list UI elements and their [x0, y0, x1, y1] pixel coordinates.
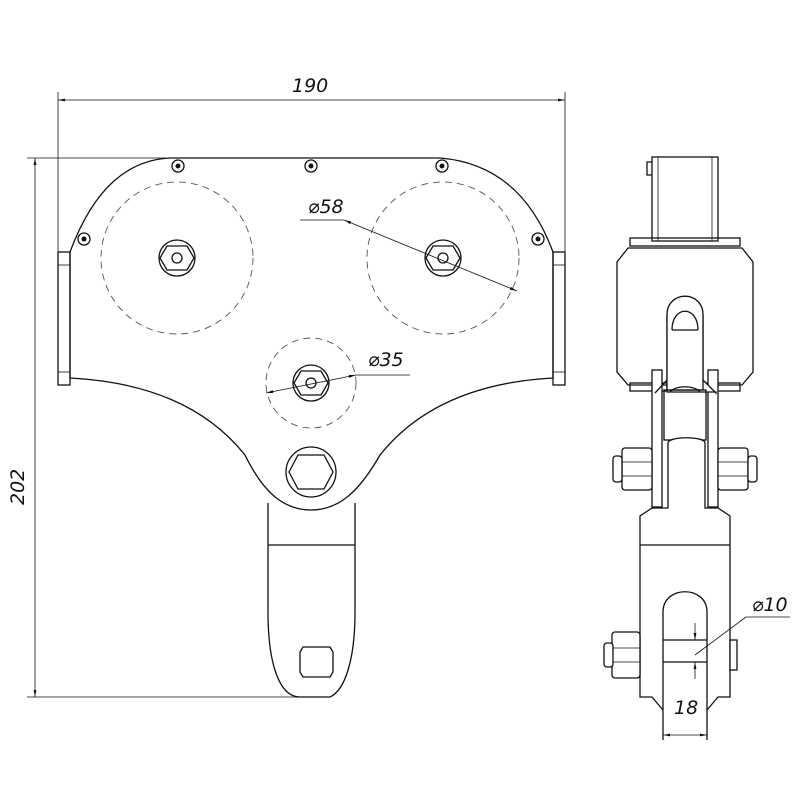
- right-tab: [552, 251, 566, 386]
- width-dimension: 190: [57, 75, 566, 385]
- width-dimension-label: 190: [292, 75, 328, 97]
- height-dimension: 202: [7, 157, 300, 698]
- right-roller-hidden: [366, 181, 520, 335]
- lug-hole: [299, 646, 334, 678]
- nut-icon: [292, 364, 330, 402]
- side-view: ⌀10 18: [603, 156, 790, 740]
- roller-slot: [666, 295, 704, 391]
- left-side-plate: [651, 369, 663, 508]
- inner-roller: [663, 389, 707, 441]
- pin-diameter-label: ⌀10: [752, 594, 788, 616]
- left-tab: [57, 251, 71, 386]
- bolt-nut-left: [612, 447, 653, 491]
- clevis-bolt-nut: [603, 631, 738, 679]
- slot-width-label: 18: [674, 697, 698, 719]
- suspension-lug: [267, 503, 356, 698]
- right-side-plate: [707, 369, 719, 508]
- top-bracket: [651, 156, 719, 242]
- slot-width-dimension: 18: [663, 697, 707, 737]
- height-dimension-label: 202: [7, 469, 29, 505]
- screws: [77, 159, 545, 246]
- large-roller-diameter-callout: ⌀58: [300, 196, 518, 292]
- housing-plate: [69, 157, 554, 511]
- large-roller-diameter-label: ⌀58: [308, 196, 344, 218]
- left-roller-hidden: [100, 181, 254, 335]
- clevis-slot: [662, 591, 708, 740]
- bolt-nut-right: [717, 447, 758, 491]
- front-view: 190 202: [7, 75, 566, 698]
- nut-icon: [424, 239, 462, 277]
- small-roller-hidden: [265, 337, 357, 429]
- nut-icon: [158, 239, 196, 277]
- small-roller-diameter-callout: ⌀35: [265, 349, 410, 394]
- small-roller-diameter-label: ⌀35: [368, 349, 404, 371]
- large-nut-icon: [285, 446, 337, 498]
- pin-diameter-callout: ⌀10: [693, 594, 790, 679]
